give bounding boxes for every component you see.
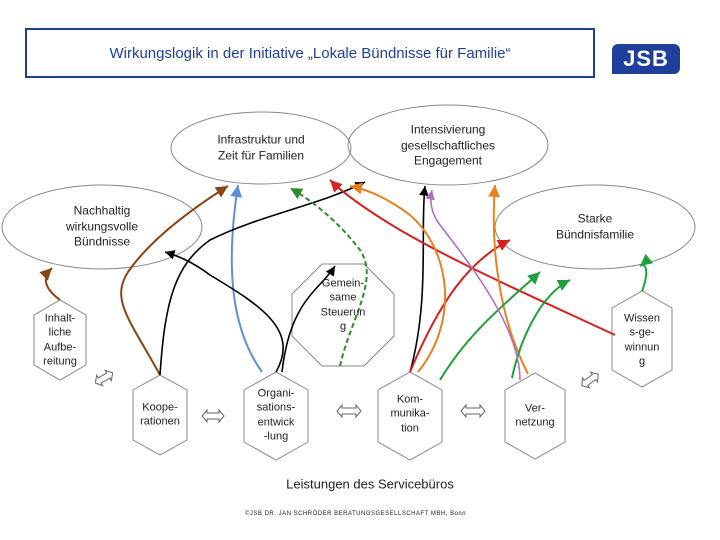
title-box: Wirkungslogik in der Initiative „Lokale …: [25, 28, 595, 78]
jsb-logo: JSB: [612, 44, 680, 74]
connector-blue-org-infrastruktur: [230, 184, 263, 373]
connector-green-kom-starke: [439, 271, 541, 381]
bottom-label: Leistungen des Servicebüros: [286, 476, 454, 492]
page-title: Wirkungslogik in der Initiative „Lokale …: [109, 44, 511, 62]
center-octagon: [291, 263, 395, 367]
goal-nachhaltig-label: Nachhaltig wirkungsvolle Bündnisse: [65, 203, 139, 249]
connector-dgreen-center-infrastruktur: [289, 187, 368, 367]
connector-black-org-nachhaltig: [164, 250, 284, 373]
goal-engagement-ellipse: [347, 104, 549, 186]
service-kooperationen-label: Koope- rationen: [140, 401, 180, 428]
service-vernetzung-label: Ver- netzung: [515, 402, 555, 429]
double-arrow-icon: [581, 371, 599, 389]
double-arrow-icon: [201, 408, 225, 424]
service-kommunikation-label: Kom- munika- tion: [390, 393, 430, 435]
goal-infrastruktur-ellipse: [170, 111, 352, 185]
connector-brown-inhalt-nachhaltig: [39, 267, 61, 301]
service-inhalt-label: Inhalt- liche Aufbe- reitung: [43, 312, 77, 368]
copyright-footer: ©JSB DR. JAN SCHRÖDER BERATUNGSGESELLSCH…: [245, 511, 467, 517]
connector-green-wissen-starke: [639, 253, 654, 292]
goal-starke-ellipse: [494, 184, 696, 270]
service-wissen-label: Wissen s-ge- winnun g: [623, 312, 661, 368]
connector-brown-koop-infrastruktur: [120, 185, 229, 376]
goal-infrastruktur-label: Infrastruktur und Zeit für Familien: [217, 132, 305, 162]
double-arrow-icon: [336, 403, 362, 419]
connector-red-kom-starke: [409, 239, 511, 373]
connector-orange-kom-engagement: [349, 182, 447, 373]
double-arrow-icon: [460, 403, 486, 419]
connector-black-kom-engagement: [409, 185, 429, 373]
connector-orange-vern-starke: [488, 184, 529, 375]
connector-red-wissen-infrastruktur: [329, 179, 616, 336]
center-label: Gemein- same Steuerun g: [320, 277, 366, 333]
connector-black-koop-engagement: [159, 181, 366, 376]
connector-purple-wissen-center: [425, 189, 521, 381]
connector-black-org-center: [281, 265, 336, 373]
service-organisation-label: Organi- sations- entwick -lung: [256, 387, 296, 443]
connector-green-vern-center: [511, 279, 571, 379]
goal-engagement-label: Intensivierung gesellschaftliches Engage…: [400, 122, 496, 168]
service-vernetzung-hexagon: [504, 372, 566, 460]
goal-nachhaltig-ellipse: [1, 184, 203, 270]
double-arrow-icon: [94, 369, 114, 387]
goal-starke-label: Starke Bündnisfamilie: [555, 211, 635, 241]
